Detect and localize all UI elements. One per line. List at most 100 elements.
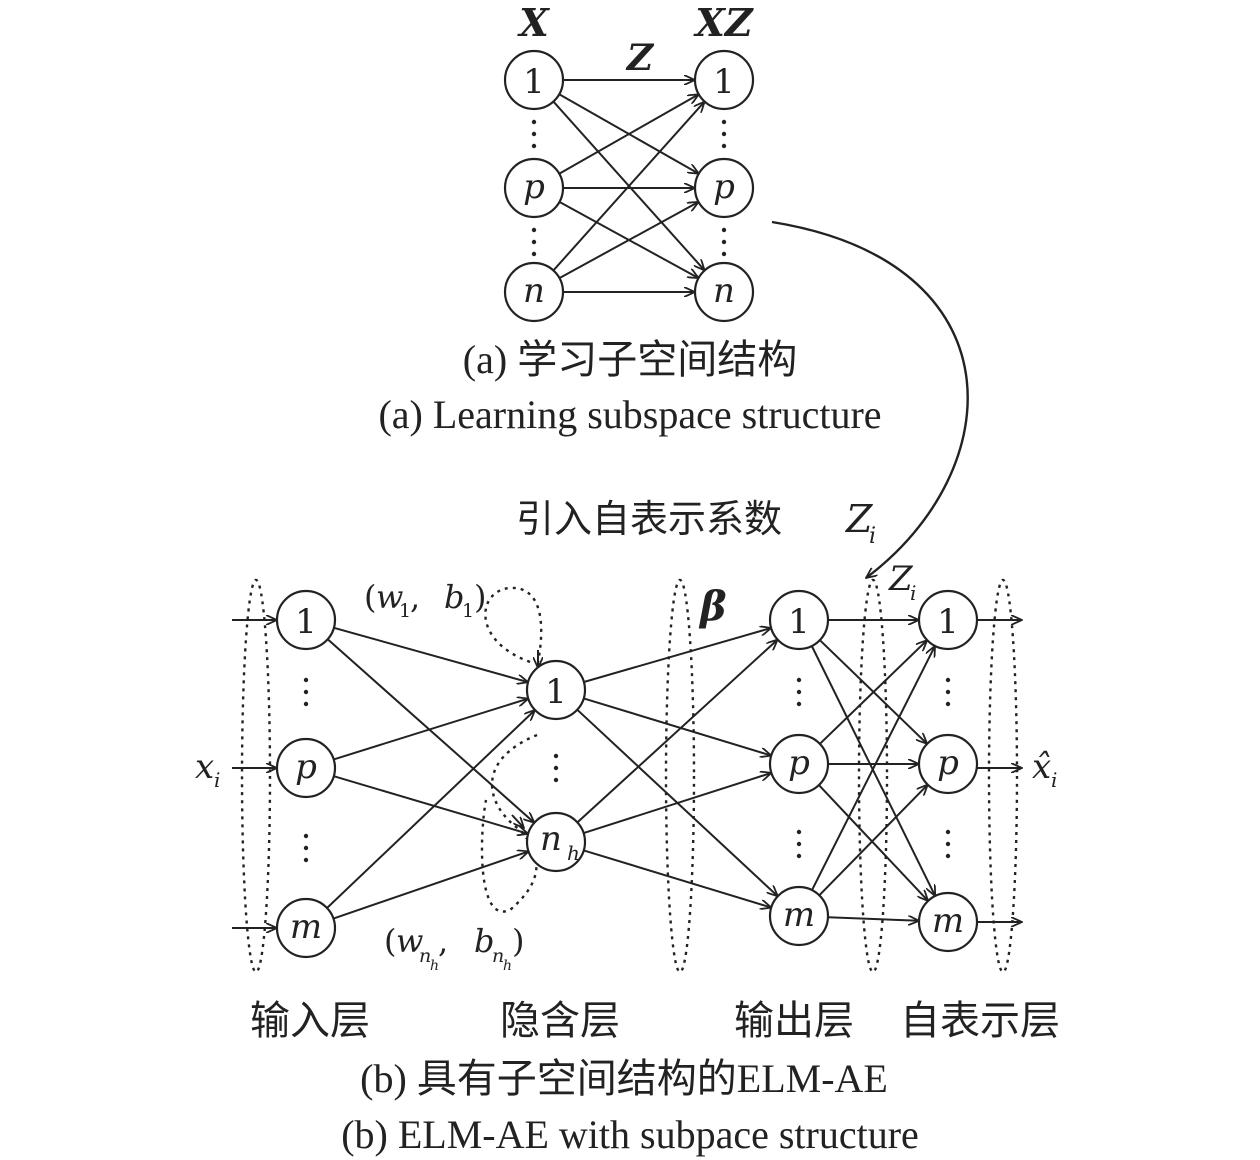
a-output-node-n bbox=[693, 261, 755, 323]
layer-label-selfrep: 自表示层 bbox=[900, 998, 1060, 1043]
svg-text:b: b bbox=[444, 578, 464, 616]
a-input-label-n: n bbox=[523, 271, 545, 311]
hidden-1-loop bbox=[484, 586, 543, 664]
hidden-node-1 bbox=[525, 659, 587, 721]
hidden-output-edge-1-2 bbox=[583, 849, 772, 907]
svg-text:(: ( bbox=[384, 922, 396, 960]
hidden-node-nh bbox=[525, 811, 587, 873]
svg-text:): ) bbox=[474, 578, 486, 616]
output-selfrep-edge-1-0 bbox=[819, 640, 927, 745]
caption-b-en: (b) ELM-AE with subpace structure bbox=[341, 1112, 919, 1157]
output-selfrep-edge-1-2 bbox=[818, 784, 928, 901]
weight-label-top: ( w 1 , b 1 ) bbox=[364, 578, 486, 622]
input-node-p bbox=[275, 737, 337, 799]
input-label-1: 1 bbox=[295, 602, 317, 642]
svg-text:): ) bbox=[512, 922, 524, 960]
svg-text:h: h bbox=[503, 958, 512, 974]
ellipse-z bbox=[857, 578, 889, 974]
z-label-subscript: i bbox=[910, 581, 916, 605]
input-node-m bbox=[275, 897, 337, 959]
a-input-label-p: p bbox=[523, 167, 545, 207]
ellipse-output-vector bbox=[987, 578, 1019, 974]
label-xz: XZ bbox=[693, 0, 753, 45]
svg-text:b: b bbox=[474, 922, 494, 960]
caption-a-en: (a) Learning subspace structure bbox=[378, 392, 881, 437]
b-edges bbox=[326, 620, 935, 921]
input-hidden-edge-2-0 bbox=[326, 710, 535, 909]
a-subspace-edge-2-1 bbox=[558, 202, 698, 279]
selfrep-node-m bbox=[917, 891, 979, 953]
output-label-m: m bbox=[783, 895, 815, 935]
a-subspace-edge-2-0 bbox=[552, 102, 704, 272]
selfrep-node-1 bbox=[917, 589, 979, 651]
ellipse-input-vector bbox=[240, 578, 272, 974]
a-input-label-1: 1 bbox=[523, 62, 545, 102]
svg-text:w: w bbox=[396, 922, 423, 960]
selfrep-label-p: p bbox=[937, 743, 959, 783]
diagram-b: 1 p m 1 n h 1 p m 1 p m x i x̂ i ( w 1 bbox=[195, 559, 1060, 1157]
selfrep-node-p bbox=[917, 733, 979, 795]
hidden-label-1: 1 bbox=[545, 672, 567, 712]
connector-curve-arrow bbox=[771, 220, 969, 578]
hidden-output-edge-1-0 bbox=[576, 640, 777, 824]
svg-text:,: , bbox=[410, 578, 420, 616]
hidden-nh-loop bbox=[480, 733, 538, 913]
input-label-m: m bbox=[290, 907, 322, 947]
input-node-1 bbox=[275, 589, 337, 651]
input-hidden-edge-0-1 bbox=[327, 638, 535, 822]
svg-text:1: 1 bbox=[462, 600, 474, 622]
output-node-p bbox=[768, 733, 830, 795]
output-vector-symbol: x̂ bbox=[1032, 747, 1051, 787]
caption-a-cn: (a) 学习子空间结构 bbox=[463, 337, 797, 382]
layer-label-hidden: 隐含层 bbox=[500, 998, 620, 1043]
output-selfrep-edge-2-2 bbox=[827, 917, 919, 921]
hidden-output-edge-0-1 bbox=[583, 697, 772, 755]
connector-label-symbol: Z bbox=[845, 497, 873, 541]
a-input-node-n bbox=[503, 261, 565, 323]
weight-label-bottom: ( w n h , b n h ) bbox=[384, 922, 524, 974]
a-input-node-1 bbox=[503, 49, 565, 111]
output-selfrep-edge-2-1 bbox=[818, 785, 927, 896]
a-output-label-1: 1 bbox=[713, 62, 735, 102]
svg-text:n: n bbox=[492, 945, 504, 967]
selfrep-label-m: m bbox=[932, 901, 964, 941]
hidden-nh-loop-arrow bbox=[511, 814, 524, 828]
a-output-node-1 bbox=[693, 49, 755, 111]
hidden-output-edge-0-0 bbox=[583, 628, 771, 683]
a-subspace-edge-1-0 bbox=[558, 94, 699, 175]
layer-label-output: 输出层 bbox=[734, 998, 854, 1043]
a-edges bbox=[552, 80, 704, 292]
output-label-1: 1 bbox=[788, 602, 810, 642]
selfrep-label-1: 1 bbox=[937, 602, 959, 642]
z-label: Z bbox=[888, 559, 914, 599]
hidden-label-n: n bbox=[540, 819, 562, 859]
label-z: Z bbox=[625, 37, 655, 79]
connector: 引入自表示系数 Z i bbox=[516, 220, 969, 578]
svg-text:,: , bbox=[438, 922, 448, 960]
output-node-m bbox=[768, 885, 830, 947]
a-input-node-p bbox=[503, 157, 565, 219]
output-selfrep-edge-2-0 bbox=[811, 646, 935, 891]
input-hidden-edge-1-0 bbox=[333, 699, 529, 761]
output-node-1 bbox=[768, 589, 830, 651]
a-ellipsis-dots bbox=[531, 119, 727, 257]
output-selfrep-edge-0-2 bbox=[810, 645, 935, 896]
input-vector-subscript: i bbox=[214, 768, 220, 792]
input-hidden-edge-2-1 bbox=[333, 851, 528, 920]
input-hidden-edge-1-1 bbox=[333, 775, 528, 834]
svg-text:1: 1 bbox=[399, 600, 411, 622]
svg-text:h: h bbox=[430, 958, 439, 974]
caption-b-cn: (b) 具有子空间结构的ELM-AE bbox=[360, 1056, 888, 1101]
layer-label-input: 输入层 bbox=[250, 998, 370, 1043]
svg-text:n: n bbox=[419, 945, 431, 967]
svg-text:(: ( bbox=[364, 578, 376, 616]
beta-label: β bbox=[698, 583, 727, 630]
hidden-output-edge-1-1 bbox=[583, 773, 772, 835]
ellipse-beta bbox=[664, 578, 696, 974]
diagram-a: X XZ Z 1 p n 1 p n (a) 学习子空间结构 (a) Learn… bbox=[378, 0, 881, 437]
a-output-label-n: n bbox=[713, 271, 735, 311]
svg-text:w: w bbox=[376, 578, 403, 616]
b-ellipsis-dots bbox=[303, 677, 951, 863]
input-hidden-edge-0-0 bbox=[333, 626, 528, 682]
